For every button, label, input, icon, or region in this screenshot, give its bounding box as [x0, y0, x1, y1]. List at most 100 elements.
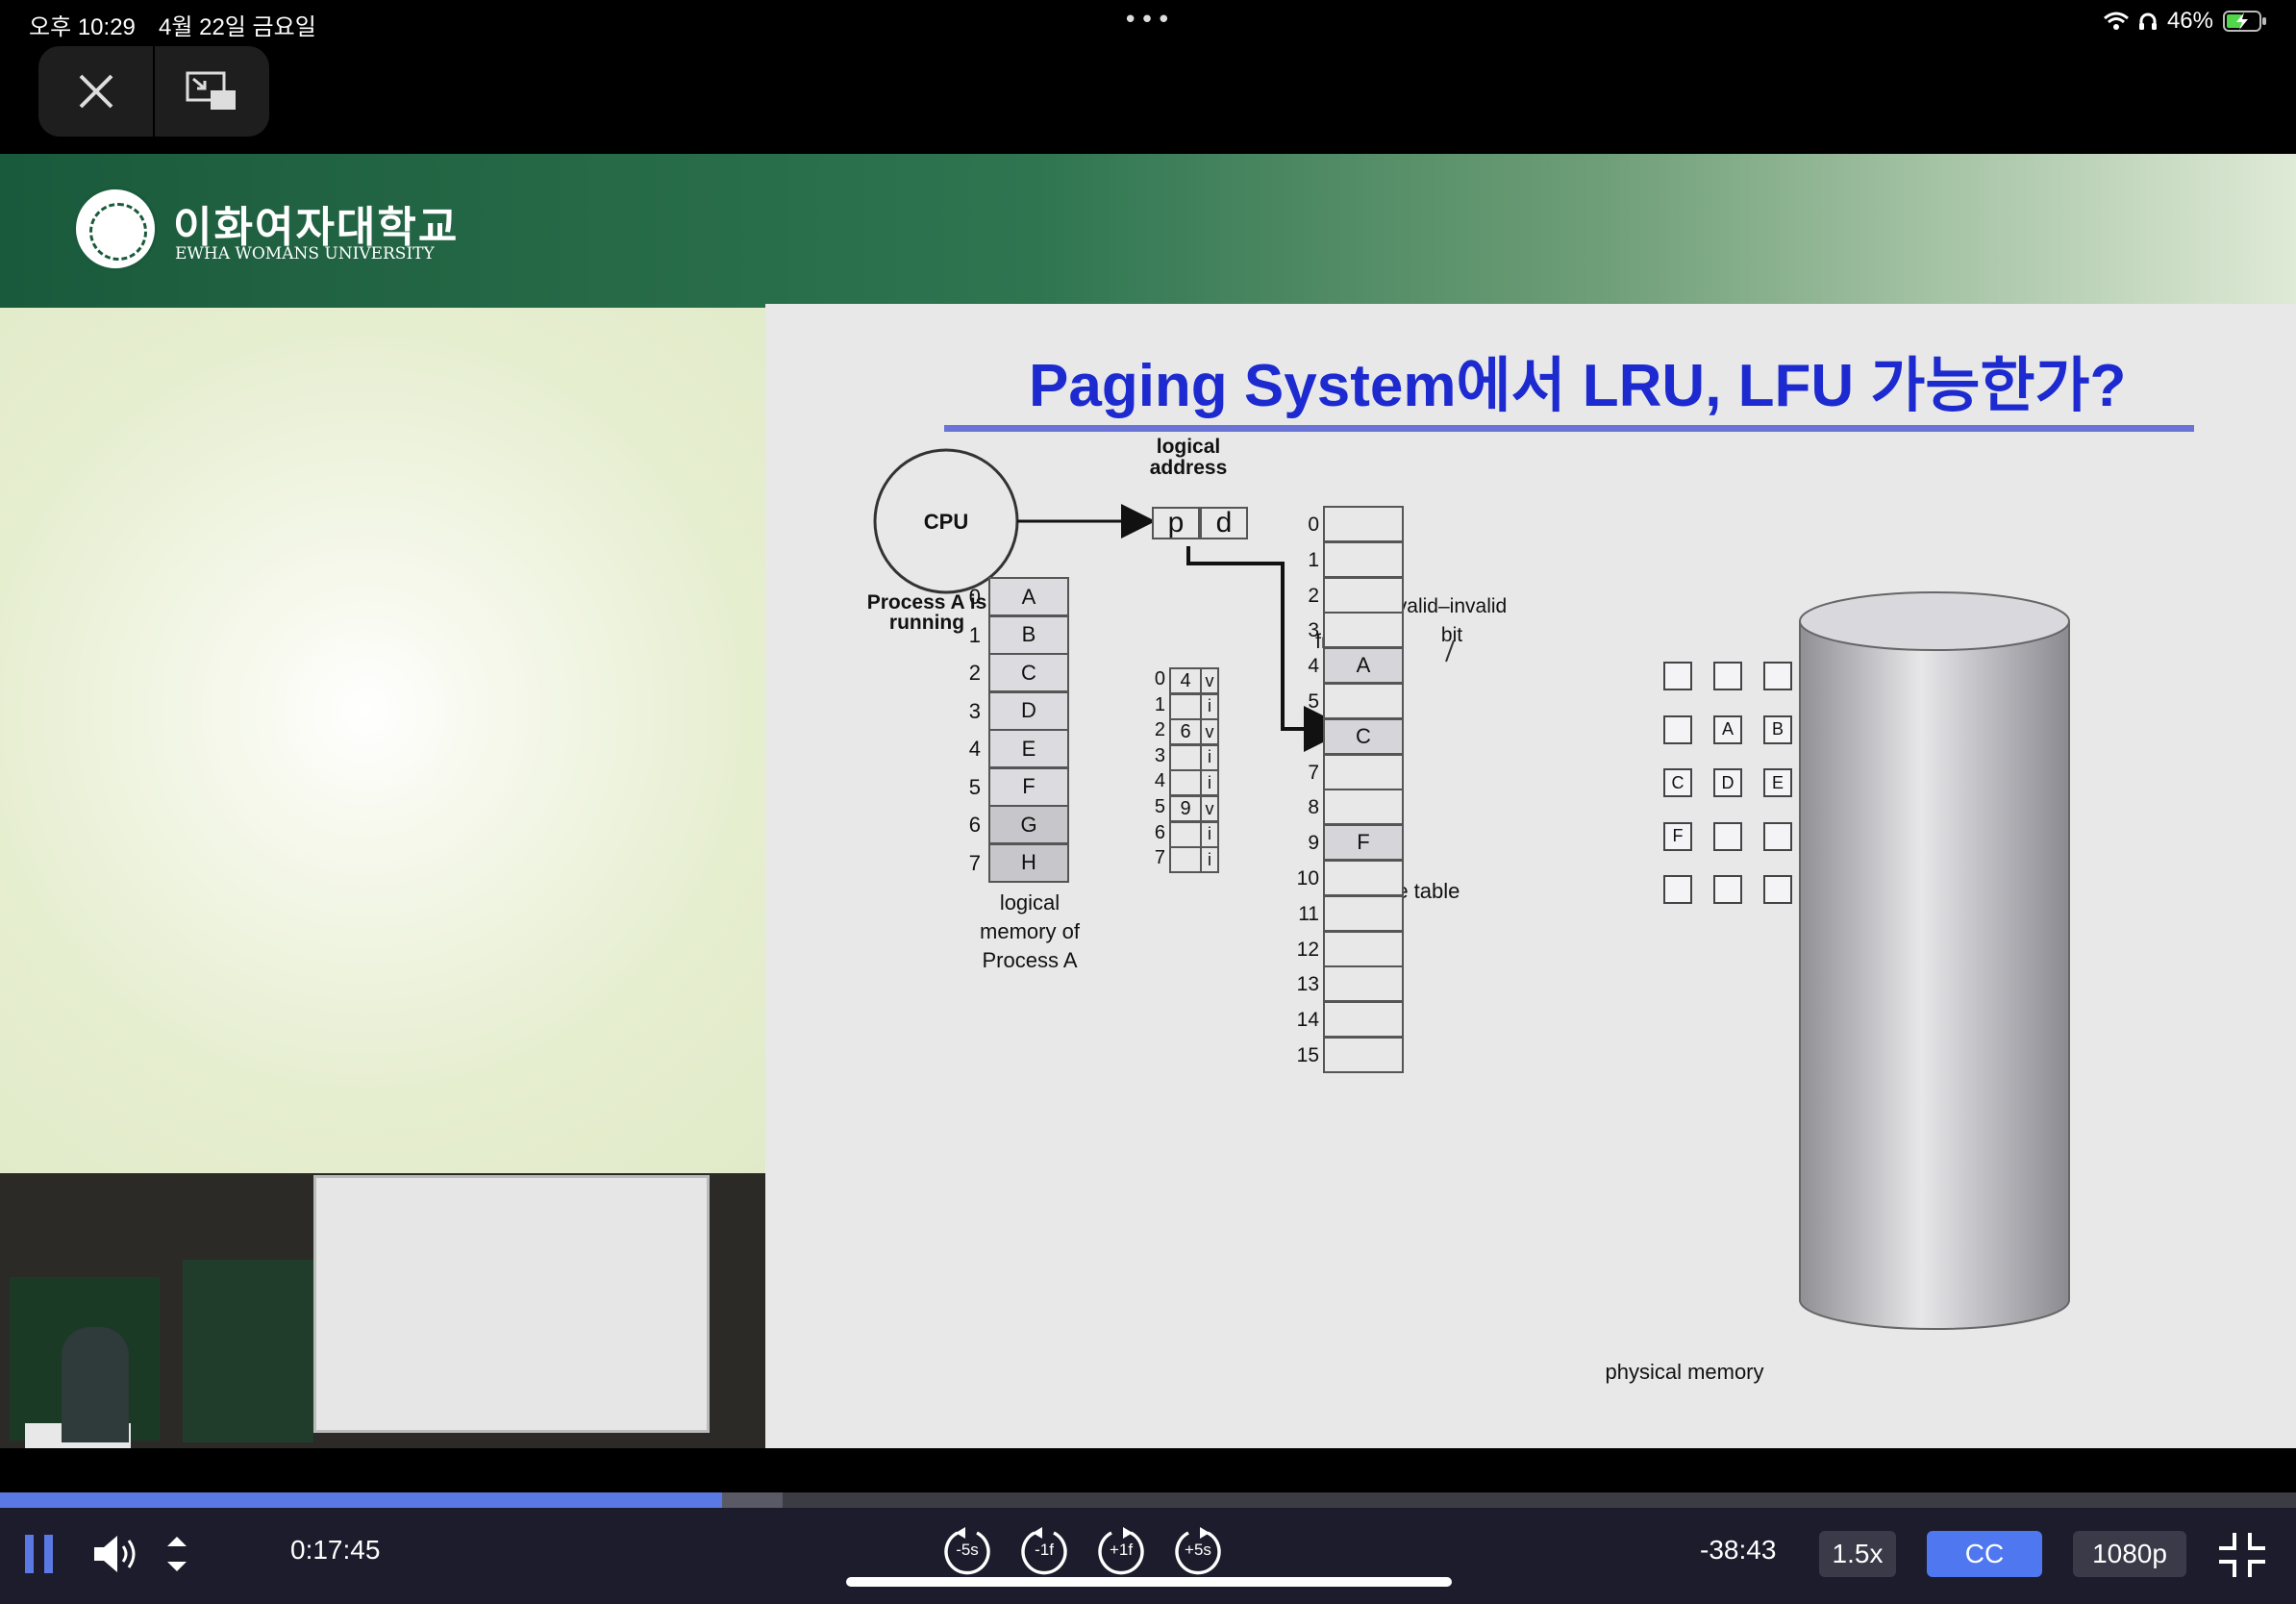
picture-in-picture-button[interactable]: [154, 46, 269, 137]
disk-block: [1663, 715, 1692, 744]
university-name-en: EWHA WOMANS UNIVERSITY: [175, 244, 435, 263]
battery-charging-icon: [2223, 10, 2267, 33]
logical-page-H: H: [988, 843, 1069, 883]
headphones-icon: [2138, 12, 2158, 31]
close-button[interactable]: [38, 46, 154, 137]
disk-block: F: [1663, 822, 1692, 851]
disk-block: E: [1763, 768, 1792, 797]
physical-frame: [1323, 965, 1404, 1002]
page-table-index: 2: [1127, 719, 1165, 741]
physical-frame: [1323, 1001, 1404, 1038]
page-table-bit: i: [1200, 744, 1219, 771]
physical-frame-index: 12: [1281, 939, 1319, 962]
quality-button[interactable]: 1080p: [2073, 1531, 2186, 1577]
logical-page-E: E: [988, 729, 1069, 768]
logical-page-A: A: [988, 577, 1069, 616]
disk-block: B: [1763, 715, 1792, 744]
page-table-bit: v: [1200, 795, 1219, 822]
logical-page-index: 7: [942, 851, 981, 876]
physical-frame-index: 6: [1281, 726, 1319, 749]
page-table-bit: i: [1200, 769, 1219, 796]
disk-block: D: [1713, 768, 1742, 797]
disk-block: [1713, 822, 1742, 851]
wifi-icon: [2104, 12, 2129, 31]
skip-back-5s-button[interactable]: -5s: [940, 1523, 994, 1577]
physical-frame: [1323, 683, 1404, 719]
battery-percent: 46%: [2167, 8, 2213, 35]
logical-page-G: G: [988, 805, 1069, 844]
address-field-p: p: [1152, 507, 1200, 539]
physical-frame: [1323, 754, 1404, 790]
pause-button[interactable]: [23, 1533, 58, 1579]
physical-frame: [1323, 895, 1404, 932]
university-emblem: [73, 187, 158, 271]
volume-icon: [92, 1533, 138, 1575]
video-player[interactable]: 이화여자대학교 EWHA WOMANS UNIVERSITY Paging Sy…: [0, 154, 2296, 1448]
volume-button[interactable]: [92, 1533, 138, 1579]
progress-fill[interactable]: [0, 1492, 722, 1508]
logical-page-B: B: [988, 615, 1069, 655]
disk-block: [1713, 875, 1742, 904]
lecture-slide: Paging System에서 LRU, LFU 가능한가?: [765, 304, 2296, 1448]
disk-block: [1663, 875, 1692, 904]
disk-block: A: [1713, 715, 1742, 744]
page-table-frame: [1169, 693, 1202, 720]
skip-label: +5s: [1171, 1541, 1225, 1560]
physical-frame: [1323, 506, 1404, 542]
pip-icon: [186, 71, 237, 112]
exit-fullscreen-icon: [2217, 1531, 2267, 1579]
volume-stepper[interactable]: [165, 1533, 188, 1579]
page-table-frame: [1169, 846, 1202, 873]
physical-frame: [1323, 541, 1404, 578]
up-down-chevron-icon: [165, 1533, 188, 1575]
disk-block: [1713, 662, 1742, 690]
physical-frame-index: 14: [1281, 1009, 1319, 1032]
physical-frame-index: 3: [1281, 619, 1319, 642]
pause-icon: [23, 1533, 58, 1575]
top-control-group: [38, 46, 269, 137]
physical-frame: A: [1323, 647, 1404, 684]
physical-frame-index: 9: [1281, 832, 1319, 855]
page-table-bit: v: [1200, 718, 1219, 745]
page-table-frame: [1169, 769, 1202, 796]
skip-back-1f-button[interactable]: -1f: [1017, 1523, 1071, 1577]
disk-block: [1763, 662, 1792, 690]
physical-frame: F: [1323, 824, 1404, 861]
logical-page-C: C: [988, 653, 1069, 692]
page-table-bit: i: [1200, 693, 1219, 720]
physical-frame-index: 10: [1281, 867, 1319, 890]
captions-button[interactable]: CC: [1927, 1531, 2042, 1577]
physical-frame-index: 13: [1281, 973, 1319, 996]
page-table-frame: 4: [1169, 667, 1202, 694]
physical-frame-index: 1: [1281, 549, 1319, 572]
time-remaining: -38:43: [1700, 1535, 1776, 1566]
university-header: 이화여자대학교 EWHA WOMANS UNIVERSITY: [0, 154, 2296, 308]
address-field-d: d: [1200, 507, 1248, 539]
skip-forward-1f-button[interactable]: +1f: [1094, 1523, 1148, 1577]
valid-invalid-label: valid–invalid bit: [1385, 592, 1519, 650]
status-time: 오후 10:29: [29, 8, 136, 41]
multitasking-dots[interactable]: •••: [1123, 6, 1173, 35]
logical-page-index: 5: [942, 775, 981, 800]
logical-address-label: logical address: [1140, 437, 1236, 479]
cpu-label: CPU: [900, 510, 992, 535]
page-table-index: 5: [1127, 796, 1165, 818]
skip-forward-5s-button[interactable]: +5s: [1171, 1523, 1225, 1577]
page-table-index: 3: [1127, 745, 1165, 767]
logical-page-F: F: [988, 767, 1069, 807]
logical-page-index: 3: [942, 699, 981, 724]
page-table-index: 7: [1127, 847, 1165, 869]
physical-frame: [1323, 931, 1404, 967]
logical-page-index: 0: [942, 585, 981, 610]
blackboard: [183, 1260, 313, 1442]
page-table-frame: [1169, 744, 1202, 771]
playback-speed-button[interactable]: 1.5x: [1819, 1531, 1896, 1577]
status-right-group: 46%: [2104, 8, 2267, 35]
physical-frame: [1323, 577, 1404, 614]
physical-frame: C: [1323, 718, 1404, 755]
logical-memory-caption: logical memory of Process A: [967, 889, 1092, 975]
logical-page-D: D: [988, 691, 1069, 731]
exit-fullscreen-button[interactable]: [2217, 1531, 2267, 1583]
home-indicator[interactable]: [846, 1577, 1452, 1587]
physical-frame-index: 8: [1281, 796, 1319, 819]
